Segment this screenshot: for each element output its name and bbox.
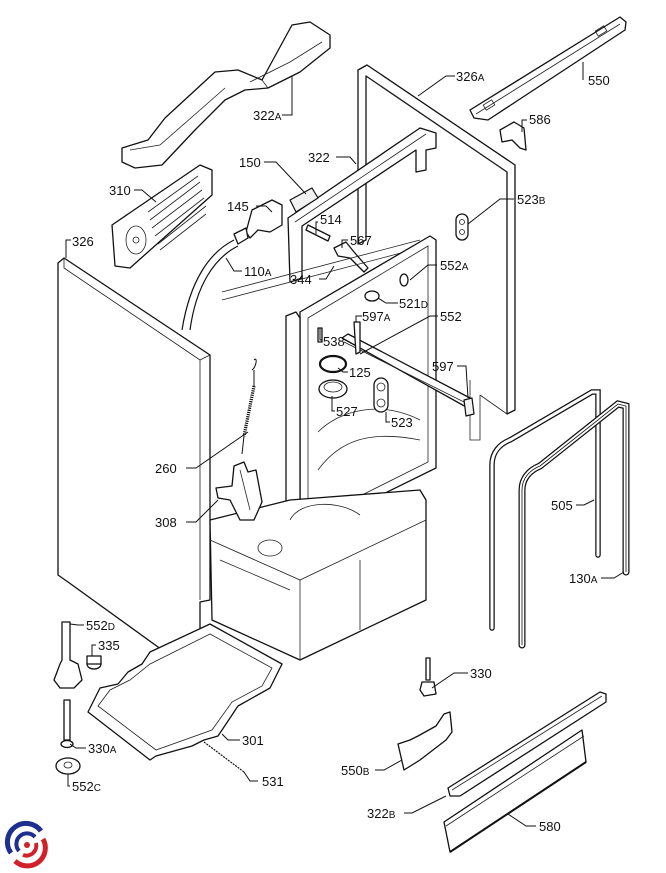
label-514: 514 [320, 212, 342, 227]
part-125-o-ring [318, 354, 348, 374]
label-335: 335 [98, 638, 120, 653]
part-597-end-stop [463, 397, 475, 417]
part-335-nut [86, 655, 102, 670]
label-538: 538 [323, 334, 345, 349]
part-322b-bottom-rail [447, 691, 607, 797]
label-330a: 330A [88, 741, 117, 756]
label-326a: 326A [456, 69, 485, 84]
label-552: 552 [440, 309, 462, 324]
label-308: 308 [155, 515, 177, 530]
label-586: 586 [529, 112, 551, 127]
label-322b: 322B [367, 806, 396, 821]
part-580-kick-plate [443, 729, 587, 853]
label-326: 326 [72, 234, 94, 249]
label-260: 260 [155, 461, 177, 476]
part-521d-cap [364, 290, 380, 302]
label-521d: 521D [399, 296, 428, 311]
part-523-double-grommet [373, 377, 389, 413]
label-523: 523 [391, 415, 413, 430]
label-125: 125 [349, 365, 371, 380]
part-550-top-strip [469, 16, 627, 121]
label-552c: 552C [72, 779, 101, 794]
label-567: 567 [350, 233, 372, 248]
part-514-screw [305, 224, 331, 242]
part-552d-leveling-foot [53, 621, 83, 689]
label-505: 505 [551, 498, 573, 513]
part-597a-pin [353, 321, 361, 355]
label-150: 150 [239, 155, 261, 170]
part-326a-right-panel [357, 64, 516, 441]
label-110a: 110A [244, 264, 272, 279]
part-586-clip [499, 121, 527, 151]
label-301: 301 [242, 733, 264, 748]
part-310-vent-grille [111, 164, 213, 269]
part-labels: 322A 326A 550 586 310 150 322 145 514 56… [72, 69, 610, 834]
label-580: 580 [539, 819, 561, 834]
label-552a: 552A [440, 258, 469, 273]
label-552d: 552D [86, 618, 115, 633]
part-130a-gasket [518, 400, 630, 649]
leader-lines [65, 62, 625, 827]
label-597a: 597A [362, 309, 391, 324]
label-550: 550 [588, 73, 610, 88]
label-550b: 550B [341, 763, 370, 778]
label-330: 330 [470, 666, 492, 681]
part-326-left-panel [57, 257, 211, 661]
part-301-base-tray [87, 623, 283, 761]
label-145: 145 [227, 199, 249, 214]
part-322-top-frame [287, 127, 437, 283]
part-tub-body [221, 235, 437, 531]
part-552a-plug [399, 273, 409, 287]
label-531: 531 [262, 774, 284, 789]
label-310: 310 [109, 183, 131, 198]
label-344: 344 [290, 272, 312, 287]
label-527: 527 [336, 404, 358, 419]
part-308-hinge [215, 461, 263, 521]
part-330a-foot-screw [60, 699, 74, 749]
part-260-spring [241, 358, 257, 455]
label-597: 597 [432, 359, 454, 374]
label-523b: 523B [517, 192, 546, 207]
label-322: 322 [308, 150, 330, 165]
label-130a: 130A [569, 571, 598, 586]
part-110a-inlet-hose [181, 227, 249, 331]
brand-logo [4, 820, 48, 869]
part-567-clamp [333, 241, 369, 273]
part-531-pin-rod [203, 741, 245, 773]
part-552c-foot-pad [55, 757, 81, 775]
part-527-nut-ring [318, 379, 348, 399]
part-330-bolt [419, 657, 437, 697]
part-base-frame [209, 489, 427, 661]
part-322a-top-rail [121, 21, 331, 169]
part-505-door-seal [489, 389, 601, 631]
part-550b-bracket [397, 711, 453, 771]
part-523b-grommet-plate [455, 213, 469, 241]
label-322a: 322A [253, 108, 282, 123]
